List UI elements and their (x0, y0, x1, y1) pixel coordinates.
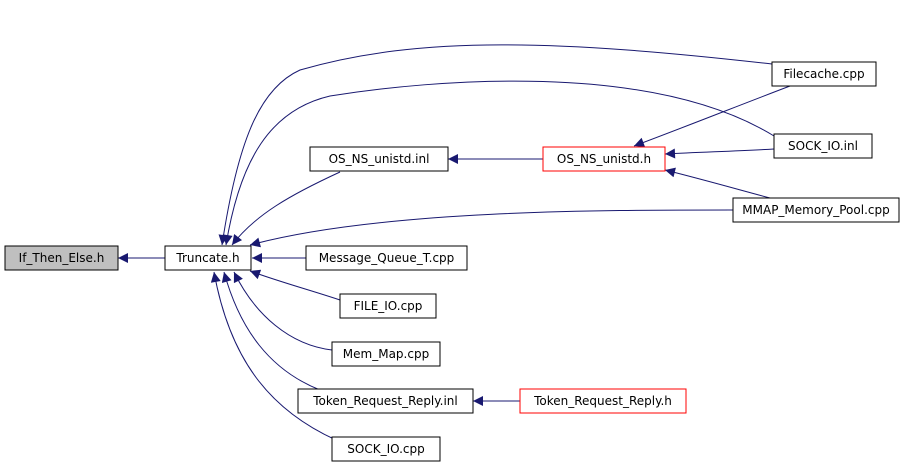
node-label: Truncate.h (175, 251, 239, 265)
node-label: Mem_Map.cpp (343, 347, 429, 361)
edge-sock-io-inl-to-os-ns-unistd-h (664, 148, 775, 159)
edge-mmap-memory-pool-to-truncate (249, 209, 734, 248)
node-if-then-else-h[interactable]: If_Then_Else.h (4, 245, 119, 271)
node-token-request-reply-h[interactable]: Token_Request_Reply.h (519, 388, 687, 414)
edge-filecache-to-os-ns-unistd-h (633, 85, 791, 148)
node-mmap-memory-pool-cpp[interactable]: MMAP_Memory_Pool.cpp (732, 197, 900, 223)
edge-filecache-to-truncate (218, 44, 773, 246)
node-label: OS_NS_unistd.inl (329, 152, 430, 166)
node-filecache-cpp[interactable]: Filecache.cpp (771, 61, 877, 87)
edge-os-ns-unistd-inl-to-truncate (231, 171, 341, 246)
edge-sock-io-cpp-to-truncate (210, 271, 337, 441)
node-label: SOCK_IO.cpp (347, 442, 424, 456)
edge-sock-io-inl-to-truncate (222, 80, 775, 246)
node-label: Token_Request_Reply.inl (312, 394, 458, 408)
edge-mmap-memory-pool-to-os-ns-unistd-h (664, 167, 771, 199)
edge-token-request-reply-inl-to-truncate (221, 271, 321, 391)
node-label: If_Then_Else.h (19, 251, 105, 265)
edges (118, 44, 791, 441)
node-mem-map-cpp[interactable]: Mem_Map.cpp (331, 341, 441, 367)
node-label: Filecache.cpp (783, 67, 864, 81)
node-label: SOCK_IO.inl (788, 139, 858, 153)
node-label: Message_Queue_T.cpp (319, 251, 455, 265)
edge-file-io-to-truncate (249, 269, 341, 301)
edge-mem-map-to-truncate (233, 271, 333, 351)
node-label: MMAP_Memory_Pool.cpp (742, 203, 889, 217)
node-os-ns-unistd-h[interactable]: OS_NS_unistd.h (542, 146, 666, 172)
node-label: OS_NS_unistd.h (557, 152, 651, 166)
node-sock-io-cpp[interactable]: SOCK_IO.cpp (331, 436, 441, 462)
node-sock-io-inl[interactable]: SOCK_IO.inl (773, 133, 873, 159)
node-truncate-h[interactable]: Truncate.h (164, 245, 252, 271)
node-message-queue-t-cpp[interactable]: Message_Queue_T.cpp (305, 245, 468, 271)
node-file-io-cpp[interactable]: FILE_IO.cpp (339, 293, 437, 319)
node-label: Token_Request_Reply.h (533, 394, 672, 408)
node-os-ns-unistd-inl[interactable]: OS_NS_unistd.inl (309, 146, 449, 172)
node-label: FILE_IO.cpp (354, 299, 423, 313)
node-token-request-reply-inl[interactable]: Token_Request_Reply.inl (297, 388, 474, 414)
nodes: If_Then_Else.h Truncate.h OS_NS_unistd.i… (4, 61, 900, 462)
